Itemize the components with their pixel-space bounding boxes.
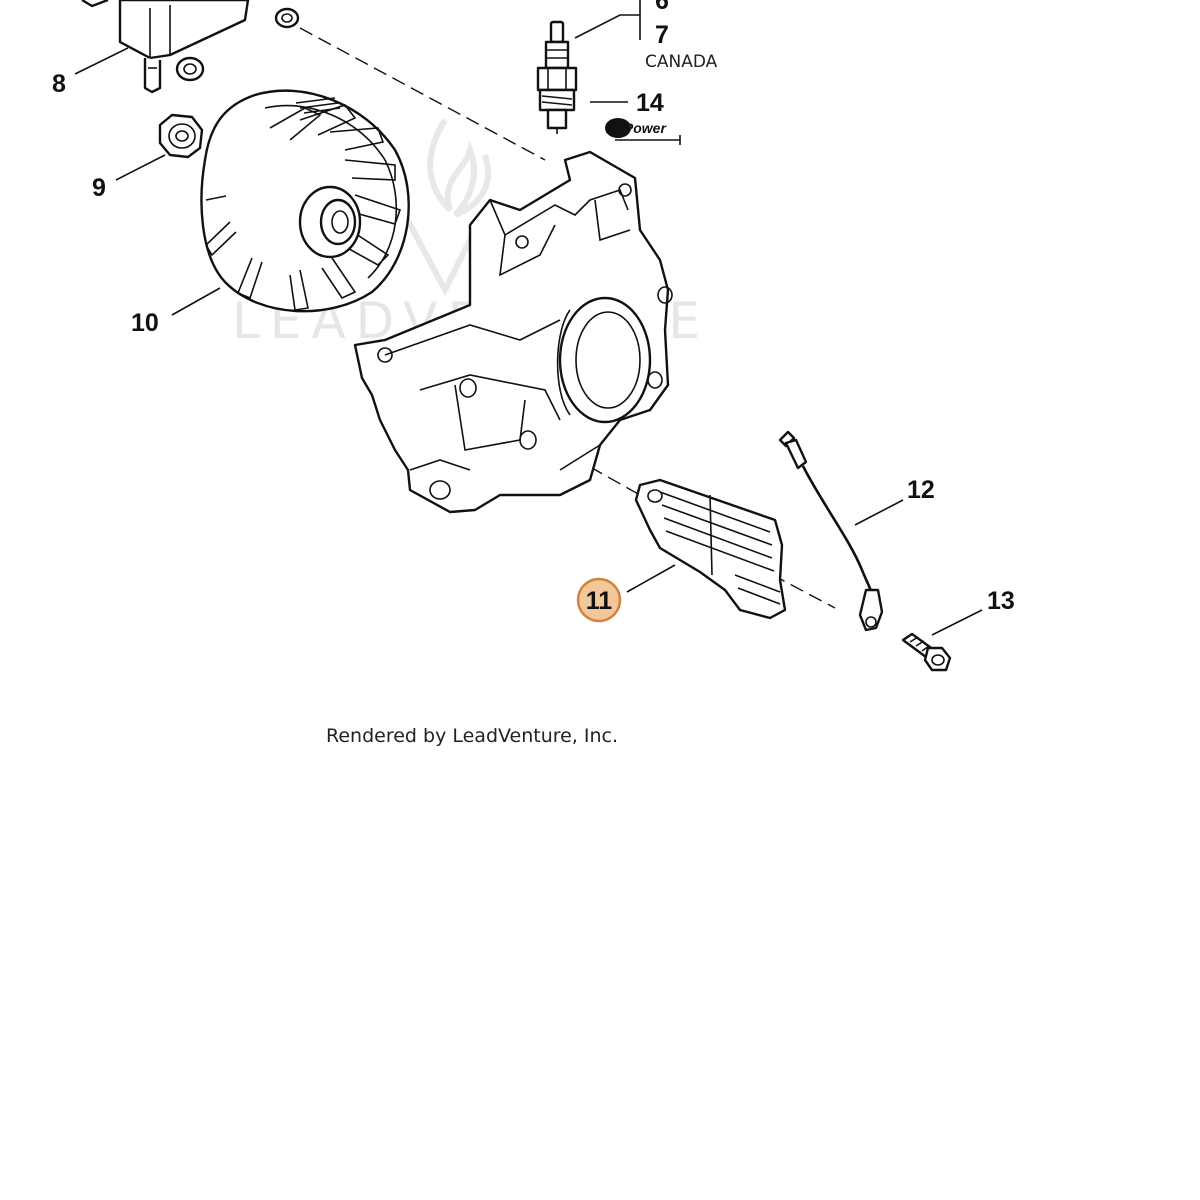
part-8-ignition-module[interactable]	[81, 0, 250, 94]
washer-part-8[interactable]	[175, 7, 300, 82]
part-7-spark-plug[interactable]	[536, 20, 578, 134]
footer-credit: Rendered by LeadVenture, Inc.	[326, 725, 618, 747]
callout-7[interactable]: 7	[655, 21, 669, 49]
callouts: 6 7 CANADA 8 9 10 14 12 13 11	[52, 0, 1015, 623]
callout-13[interactable]: 13	[987, 587, 1015, 615]
part-12-ground-wire[interactable]	[778, 430, 884, 632]
callout-8[interactable]: 8	[52, 70, 66, 98]
part-11-cover-plate[interactable]	[634, 478, 787, 620]
part-13-screw[interactable]	[901, 632, 952, 672]
callout-14[interactable]: 14	[636, 89, 664, 117]
repower-logo: RePower	[605, 118, 681, 145]
callout-11[interactable]: 11	[586, 587, 613, 615]
engine-housing[interactable]	[353, 150, 673, 514]
callout-6[interactable]: 6	[655, 0, 669, 15]
callout-10[interactable]: 10	[131, 309, 159, 337]
callout-12[interactable]: 12	[907, 476, 935, 504]
callout-9[interactable]: 9	[92, 174, 106, 202]
leader-lines	[74, 0, 983, 636]
note-canada: CANADA	[645, 52, 718, 72]
callout-11-highlight[interactable]: 11	[576, 577, 622, 623]
part-10-flywheel[interactable]	[200, 89, 410, 313]
part-9-flange-nut[interactable]	[158, 113, 204, 159]
repower-logo-text: RePower	[606, 120, 667, 136]
